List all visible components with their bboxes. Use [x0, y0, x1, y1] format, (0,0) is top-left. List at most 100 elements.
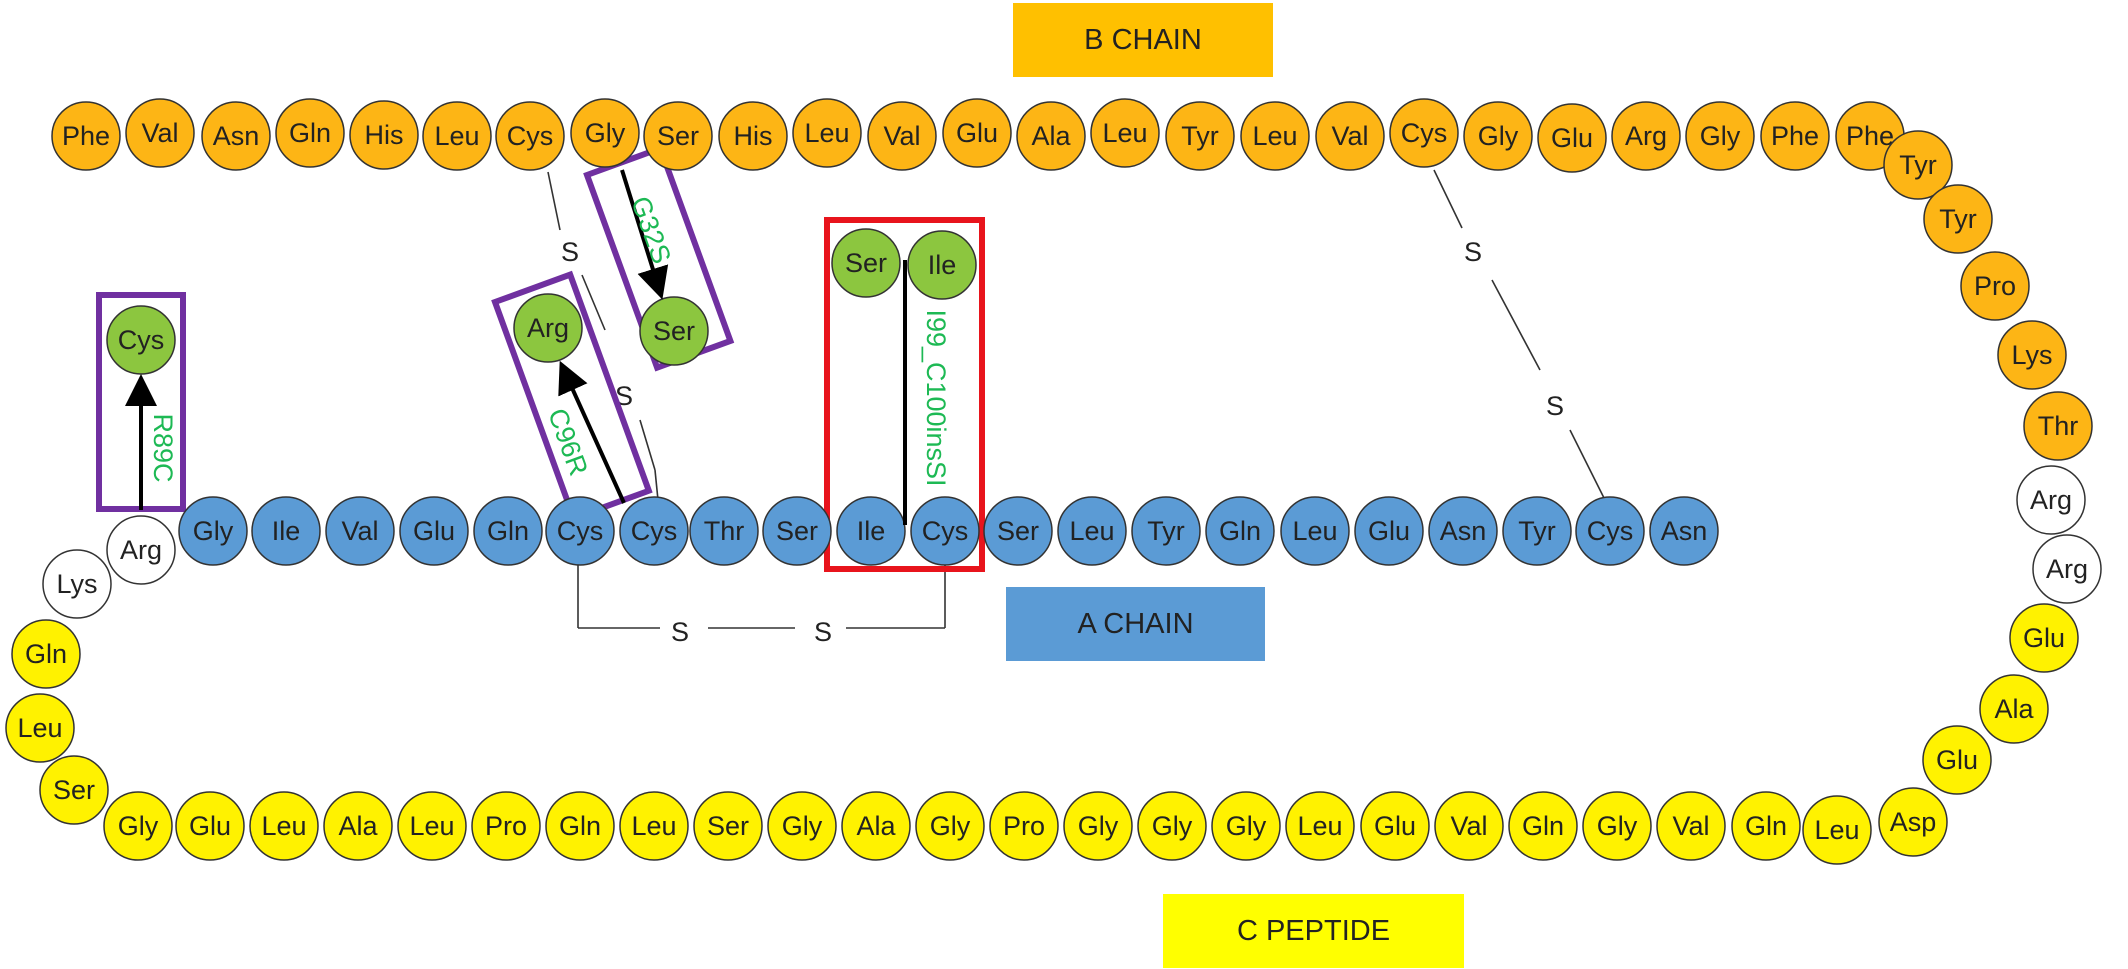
residue-label: Gln	[1745, 811, 1787, 841]
a-chain-residue: Cys	[545, 496, 615, 566]
residue-circle	[619, 791, 689, 861]
residue-circle	[39, 755, 109, 825]
residue-label: Glu	[1368, 516, 1410, 546]
residue-label: Glu	[2023, 623, 2065, 653]
residue-label: Thr	[704, 516, 745, 546]
i99-c100inssi-box	[824, 217, 985, 572]
residue-circle	[2016, 465, 2086, 535]
residue-circle	[323, 791, 393, 861]
residue-circle	[1434, 791, 1504, 861]
residue-label: Thr	[2038, 411, 2079, 441]
b-chain-residue: Val	[867, 101, 937, 171]
residue-circle	[175, 791, 245, 861]
residue-label: Gly	[1226, 811, 1267, 841]
c-peptide-residue: Ala	[1979, 674, 2049, 744]
residue-circle	[1090, 98, 1160, 168]
residue-label: Cys	[507, 121, 554, 151]
residue-circle	[1685, 101, 1755, 171]
residue-circle	[1502, 496, 1572, 566]
b-chain-residue: Gly	[570, 98, 640, 168]
residue-label: Gln	[1219, 516, 1261, 546]
sulfur-label: S	[1464, 237, 1482, 267]
residue-label: Ala	[1031, 121, 1071, 151]
b-chain-residue: Glu	[942, 98, 1012, 168]
a-chain-residue: Cys	[619, 496, 689, 566]
c-peptide-residue: Gln	[11, 619, 81, 689]
residue-label: Val	[1331, 121, 1368, 151]
c-peptide-label-bg	[1163, 894, 1464, 968]
residue-label: Ser	[707, 811, 749, 841]
c-peptide-residue: Gln	[545, 791, 615, 861]
a-chain-residue: Cys	[1575, 496, 1645, 566]
sulfur-label: S	[1546, 391, 1564, 421]
c-peptide-residue: Gln	[1731, 791, 1801, 861]
residue-label: Val	[1450, 811, 1487, 841]
residue-circle	[643, 101, 713, 171]
cleavage-residue: Arg	[2016, 465, 2086, 535]
a-chain-residue: Asn	[1649, 496, 1719, 566]
residue-circle	[249, 791, 319, 861]
residue-label: Val	[341, 516, 378, 546]
residue-circle	[545, 496, 615, 566]
residue-circle	[1878, 787, 1948, 857]
a-chain-label: A CHAIN	[1006, 587, 1265, 661]
a-chain-residue: Tyr	[1502, 496, 1572, 566]
residue-circle	[1131, 496, 1201, 566]
residue-label: Glu	[1551, 123, 1593, 153]
residue-label: Ser	[845, 248, 887, 278]
residue-label: Tyr	[1181, 121, 1219, 151]
residue-label: Pro	[1003, 811, 1045, 841]
a-chain-residue: Gln	[473, 496, 543, 566]
b-chain-residue: Tyr	[1923, 184, 1993, 254]
residue-circle	[1165, 101, 1235, 171]
residue-circle	[11, 619, 81, 689]
cleavage-residue: Arg	[106, 515, 176, 585]
residue-label: Val	[141, 118, 178, 148]
residue-label: Leu	[804, 118, 849, 148]
residue-circle	[545, 791, 615, 861]
residue-label: Gly	[1478, 121, 1519, 151]
residue-circle	[1582, 791, 1652, 861]
residue-label: Cys	[118, 325, 165, 355]
a-chain-residue: Val	[325, 496, 395, 566]
a-chain-residue: Leu	[1280, 496, 1350, 566]
residue-circle	[1960, 251, 2030, 321]
residue-label: Leu	[434, 121, 479, 151]
residue-circle	[1360, 791, 1430, 861]
a-chain-label-bg	[1006, 587, 1265, 661]
b-chain-residue: Lys	[1997, 320, 2067, 390]
residue-label: Asn	[1440, 516, 1487, 546]
residue-label: Cys	[1401, 118, 1448, 148]
c-peptide-residue: Gly	[103, 791, 173, 861]
residue-label: Leu	[1297, 811, 1342, 841]
a-chain-residue: Ile	[251, 496, 321, 566]
bond-line	[654, 469, 659, 501]
sulfur-label: S	[814, 617, 832, 647]
a-chain-label-text: A CHAIN	[1077, 608, 1193, 640]
residue-circle	[689, 496, 759, 566]
residue-label: Ala	[338, 811, 378, 841]
residue-label: Asn	[213, 121, 260, 151]
residue-circle	[1315, 101, 1385, 171]
residue-circle	[942, 98, 1012, 168]
residue-label: Tyr	[1147, 516, 1185, 546]
residue-circle	[5, 693, 75, 763]
c-peptide-residue: Leu	[5, 693, 75, 763]
c-peptide-residue: Ala	[841, 791, 911, 861]
residue-label: Leu	[261, 811, 306, 841]
residue-circle	[836, 496, 906, 566]
residue-label: Tyr	[1518, 516, 1556, 546]
bond-line	[639, 419, 656, 471]
bond-line	[1569, 429, 1606, 501]
b-chain-label: B CHAIN	[1013, 3, 1273, 77]
residue-label: Ser	[657, 121, 699, 151]
residue-label: Gln	[559, 811, 601, 841]
a-chain-residue: Ser	[762, 496, 832, 566]
residue-circle	[125, 98, 195, 168]
c-peptide-residue: Gly	[915, 791, 985, 861]
c-peptide-label-text: C PEPTIDE	[1237, 915, 1390, 947]
c-peptide-residue: Pro	[989, 791, 1059, 861]
residue-circle	[1205, 496, 1275, 566]
residue-circle	[51, 101, 121, 171]
